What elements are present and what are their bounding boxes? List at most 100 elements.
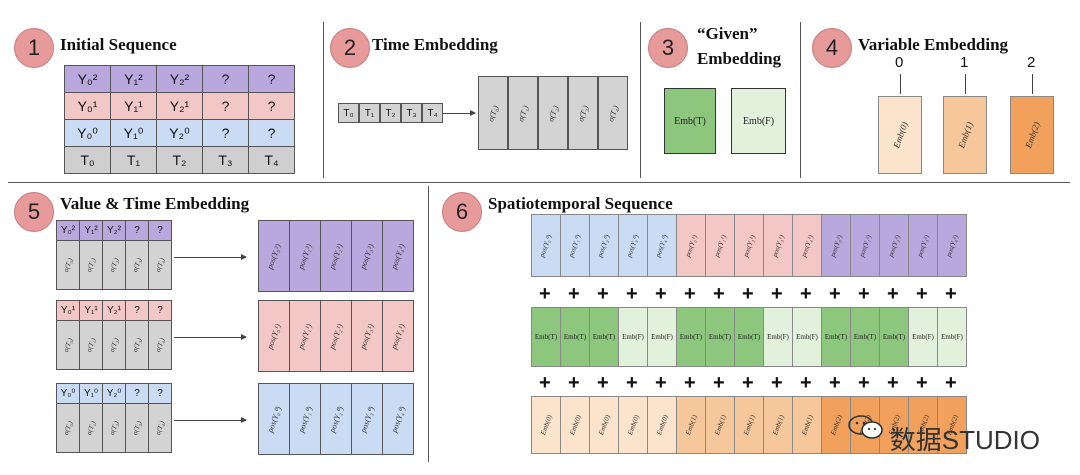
pos-embedding-label: pos(Y₃⁰): [625, 233, 641, 258]
time-input-cell: T₃: [401, 103, 422, 123]
variable-embedding-label: Emb(1): [955, 120, 975, 150]
value-time-output-label: pos(Y₄⁰): [389, 404, 407, 434]
given-embedding-cell: Emb(T): [676, 307, 706, 367]
value-cell: Y₀¹: [56, 300, 80, 321]
variable-embedding-label: Emb(2): [1022, 120, 1042, 150]
value-time-output-cell: pos(Y₃¹): [351, 300, 383, 372]
initial-seq-cell: Y₁¹: [110, 92, 157, 120]
value-cell: Y₁⁰: [79, 383, 103, 404]
value-cell: Y₁²: [79, 220, 103, 241]
variable-embedding-cell: Emb(1): [734, 396, 764, 454]
value-cell: ?: [125, 220, 149, 241]
sigma-cell: σ(T₂): [102, 403, 126, 453]
initial-seq-cell: T₄: [248, 146, 295, 174]
value-time-output-cell: pos(Y₁¹): [289, 300, 321, 372]
value-time-output-label: pos(Y₄¹): [389, 322, 407, 350]
value-time-output-label: pos(Y₁⁰): [296, 404, 314, 434]
initial-seq-cell: Y₂²: [156, 65, 203, 93]
time-input-cell: T₂: [380, 103, 401, 123]
given-embedding-cell: Emb(F): [618, 307, 648, 367]
section-5-title: Value & Time Embedding: [60, 194, 250, 213]
pos-embedding-cell: pos(Y₁¹): [705, 214, 735, 277]
sigma-cell: σ(T₂): [102, 320, 126, 370]
sigma-label: σ(T₃): [130, 336, 144, 354]
pos-embedding-cell: pos(Y₄⁰): [647, 214, 677, 277]
given-embedding-label: Emb(F): [912, 333, 934, 341]
given-embedding-cell: Emb(F): [763, 307, 793, 367]
time-embedding-label: σ(T₀): [485, 103, 501, 123]
sigma-label: σ(T₁): [84, 336, 98, 354]
initial-seq-cell: T₃: [202, 146, 249, 174]
section-3-title-line1: “Given”: [697, 24, 758, 43]
plus-sign: +: [858, 372, 870, 394]
value-cell: ?: [148, 220, 172, 241]
plus-sign: +: [539, 372, 551, 394]
section-1-title: Initial Sequence: [60, 35, 177, 54]
initial-seq-cell: T₂: [156, 146, 203, 174]
given-embedding-cell: Emb(F): [908, 307, 938, 367]
initial-seq-cell: Y₂¹: [156, 92, 203, 120]
sigma-label: σ(T₁): [84, 256, 98, 274]
time-input-cell: T₄: [422, 103, 443, 123]
plus-sign: +: [829, 372, 841, 394]
plus-sign: +: [800, 283, 812, 305]
sigma-label: σ(T₁): [84, 419, 98, 437]
given-embedding-cell: Emb(F): [937, 307, 967, 367]
variable-embedding-cell: Emb(2): [937, 396, 967, 454]
value-time-output-label: pos(Y₁²): [296, 242, 314, 270]
plus-sign: +: [771, 372, 783, 394]
value-time-output-label: pos(Y₃⁰): [358, 404, 376, 434]
given-embedding-label: Emb(T): [563, 333, 587, 341]
given-embedding-cell: Emb(T): [821, 307, 851, 367]
value-time-output-cell: pos(Y₁²): [289, 220, 321, 292]
given-embedding-label: Emb(F): [622, 333, 644, 341]
plus-sign: +: [742, 372, 754, 394]
variable-embedding-cell: Emb(0): [589, 396, 619, 454]
value-cell: ?: [148, 383, 172, 404]
value-time-output-label: pos(Y₂¹): [327, 322, 345, 350]
sigma-label: σ(T₂): [107, 256, 121, 274]
value-time-output-cell: pos(Y₄²): [382, 220, 414, 292]
variable-embedding-label: Emb(0): [625, 413, 641, 437]
initial-seq-cell: Y₀²: [64, 65, 111, 93]
section-3-title-line2: Embedding: [697, 49, 782, 68]
variable-index-label: 1: [960, 54, 969, 71]
pos-embedding-label: pos(Y₄²): [944, 233, 960, 258]
variable-embedding-cell: Emb(0): [560, 396, 590, 454]
initial-seq-cell: ?: [248, 92, 295, 120]
plus-sign: +: [597, 283, 609, 305]
sigma-label: σ(T₂): [107, 419, 121, 437]
value-cell: Y₂⁰: [102, 383, 126, 404]
variable-index-label: 0: [895, 54, 904, 71]
sigma-cell: σ(T₃): [125, 240, 149, 290]
variable-embedding-box: Emb(2): [1010, 96, 1054, 174]
value-time-output-label: pos(Y₀¹): [265, 322, 283, 350]
given-false-embedding: Emb(F): [731, 88, 786, 154]
value-cell: Y₂²: [102, 220, 126, 241]
pos-embedding-label: pos(Y₀²): [828, 233, 844, 258]
value-cell: ?: [148, 300, 172, 321]
variable-embedding-label: Emb(0): [538, 413, 554, 437]
section-6-title: Spatiotemporal Sequence: [488, 194, 673, 213]
given-embedding-cell: Emb(T): [879, 307, 909, 367]
divider-5-6: [428, 186, 429, 462]
value-time-output-label: pos(Y₁¹): [296, 322, 314, 350]
pos-embedding-cell: pos(Y₂¹): [734, 214, 764, 277]
plus-sign: +: [887, 372, 899, 394]
variable-embedding-label: Emb(1): [770, 413, 786, 437]
value-time-output-cell: pos(Y₁⁰): [289, 383, 321, 455]
value-time-output-cell: pos(Y₀⁰): [258, 383, 290, 455]
value-cell: Y₁¹: [79, 300, 103, 321]
given-embedding-label: Emb(T): [853, 333, 877, 341]
pos-embedding-cell: pos(Y₃¹): [763, 214, 793, 277]
value-time-arrow: [174, 334, 247, 340]
time-embedding-cell: σ(T₀): [478, 76, 508, 150]
given-embedding-label: Emb(F): [796, 333, 818, 341]
variable-embedding-cell: Emb(1): [792, 396, 822, 454]
given-embedding-label: Emb(T): [679, 333, 703, 341]
time-embedding-arrow: [443, 110, 476, 116]
plus-sign: +: [887, 283, 899, 305]
value-time-output-label: pos(Y₀²): [265, 242, 283, 270]
pos-embedding-cell: pos(Y₄¹): [792, 214, 822, 277]
initial-seq-cell: ?: [248, 65, 295, 93]
